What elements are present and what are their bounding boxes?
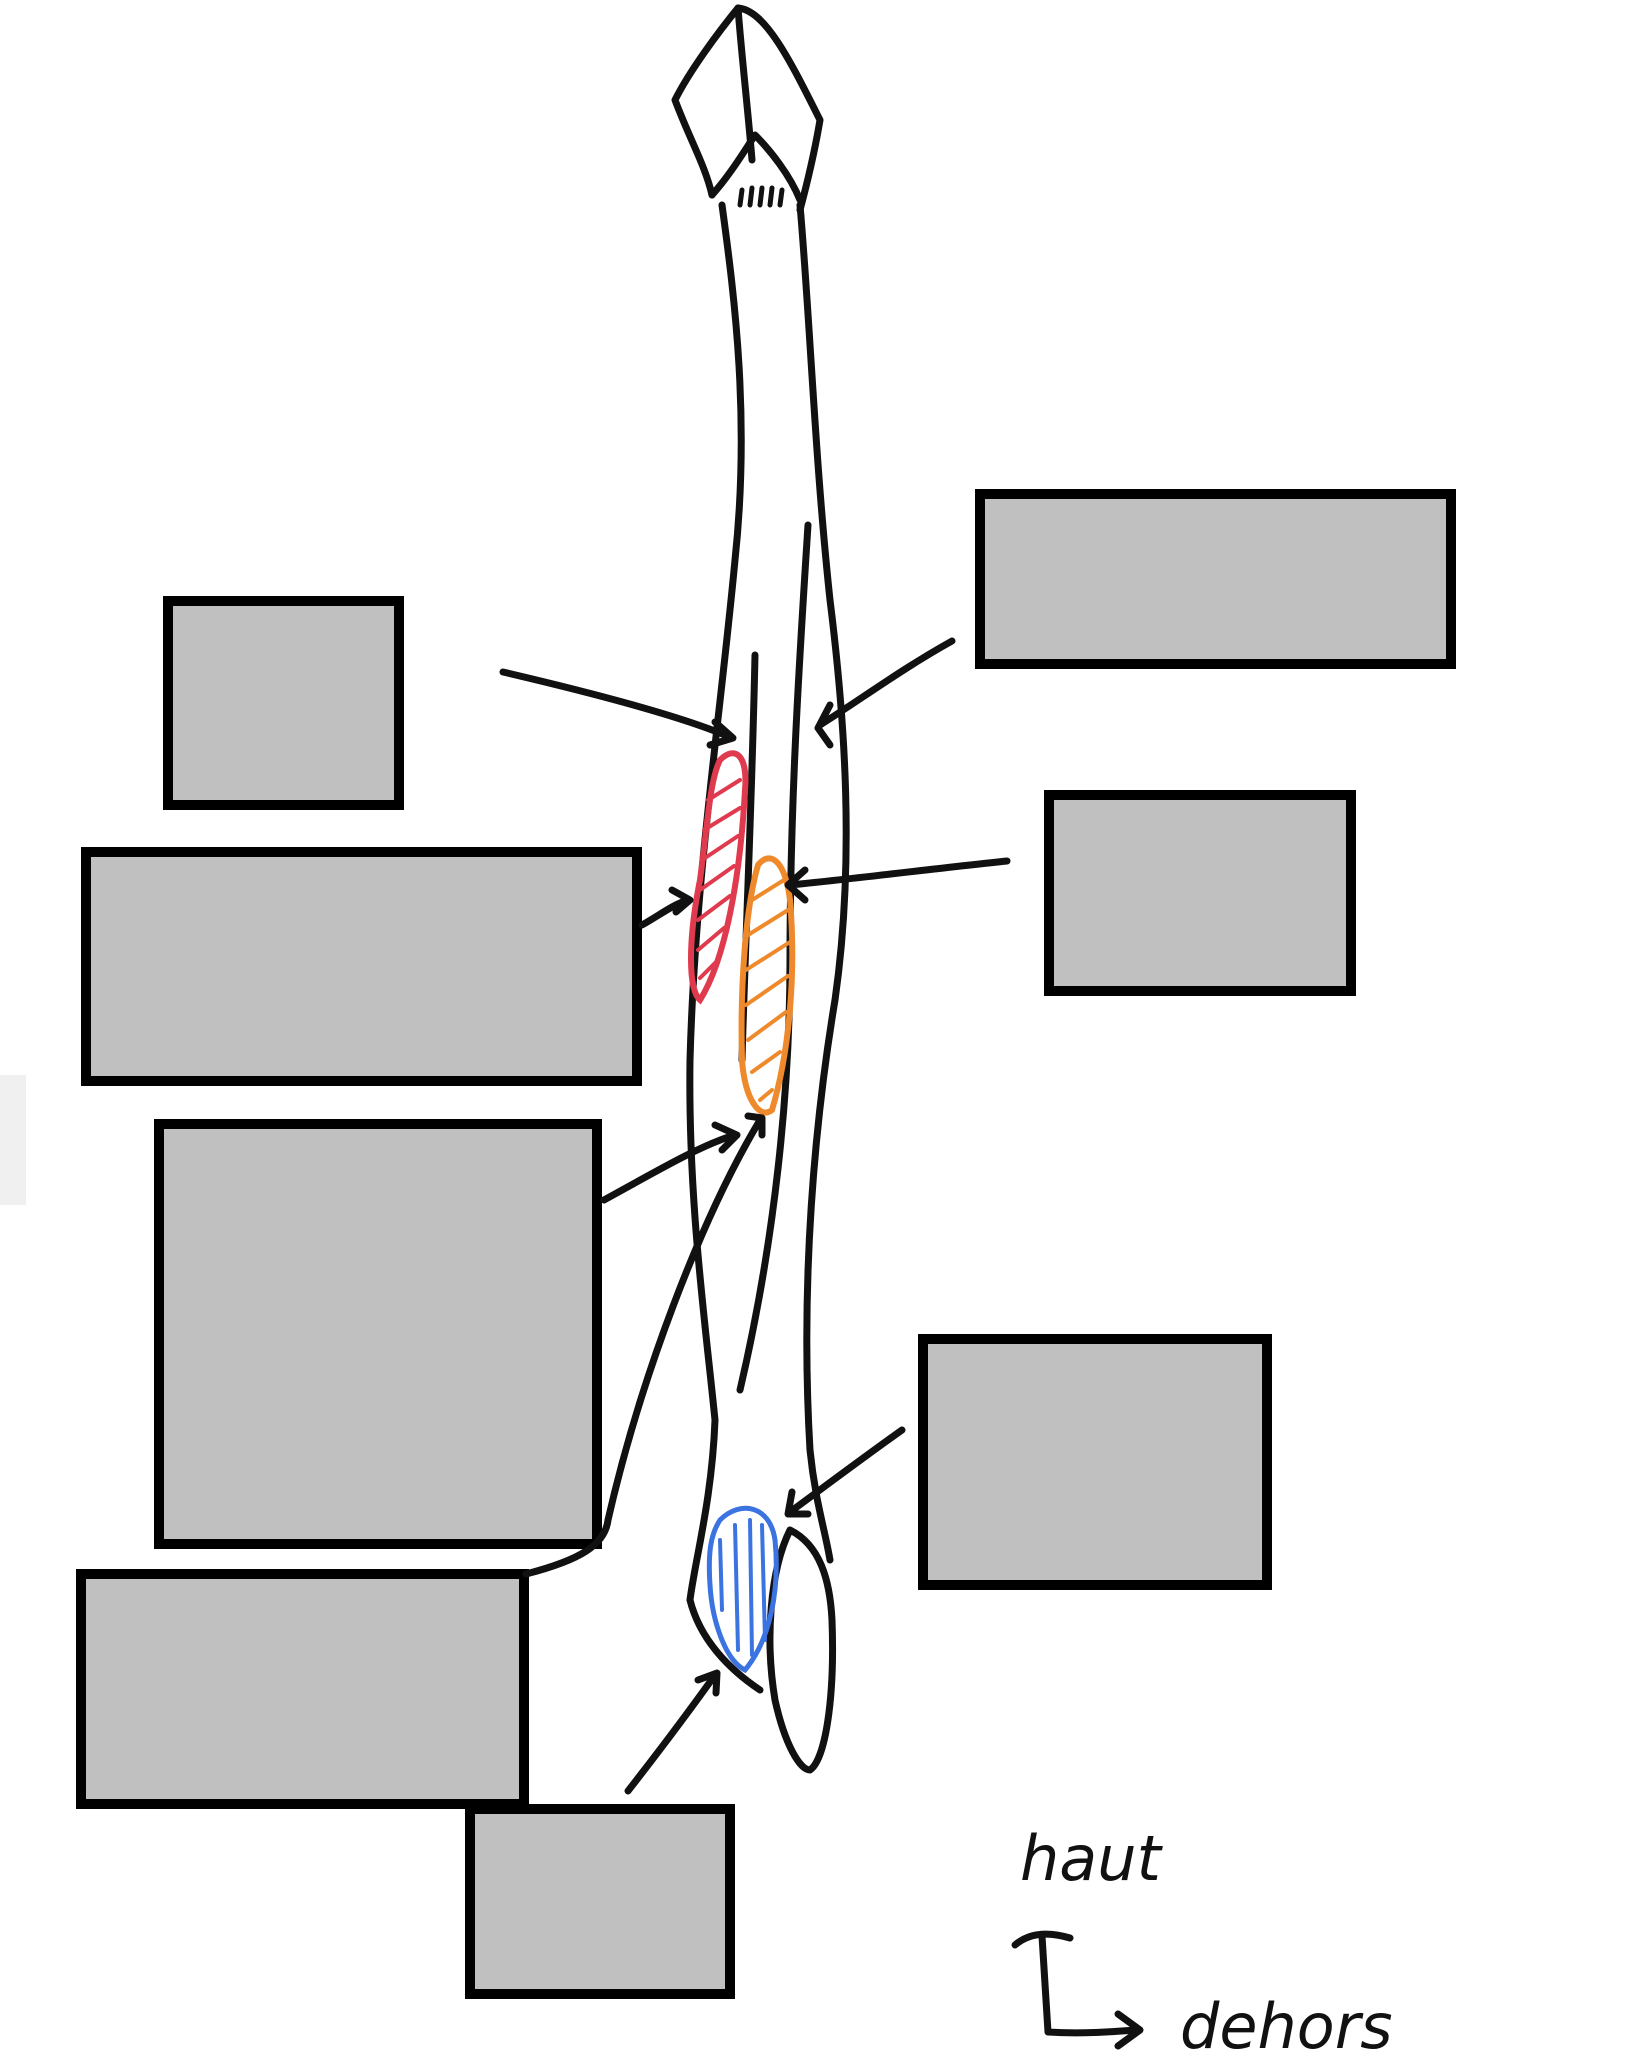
orange-zone [738,855,796,1116]
label-boxes [76,489,1456,1999]
arrow-box-3-head [668,886,694,916]
orientation-indicator: haut dehors [1011,1822,1393,2063]
orange-zone-hatch [744,878,792,1102]
arrow-box-2 [816,637,956,729]
blue-zone [706,1505,779,1674]
label-box-5[interactable] [154,1119,602,1549]
orientation-out-label: dehors [1180,1990,1393,2063]
label-box-2[interactable] [975,489,1456,669]
label-box-7[interactable] [76,1569,529,1809]
arrow-box-7 [522,1116,764,1578]
red-zone [688,750,749,1005]
arrow-box-1-head [706,718,737,749]
pointer-arrows [499,637,1011,1795]
arrow-box-4-head [784,866,809,904]
bone-top-left [671,4,742,199]
arrow-box-5 [600,1131,739,1204]
label-box-8[interactable] [465,1804,735,1999]
bone-top-ticks [737,185,785,208]
orientation-out-arrow-head [1114,2010,1144,2050]
arrow-box-7-head [744,1112,766,1139]
label-box-3[interactable] [81,847,642,1086]
arrow-box-8 [624,1671,719,1795]
orientation-up-label: haut [1020,1822,1164,1895]
bone-bottom-left [686,1596,764,1694]
bone-inner-line [736,521,812,1394]
red-zone-hatch [696,778,742,980]
arrow-box-4 [786,857,1011,889]
bone-shaft-right [796,201,850,1564]
blue-zone-hatch [718,1518,767,1657]
arrow-box-1 [499,668,736,742]
orientation-corner-line [1038,1932,1139,2037]
arrow-box-6 [786,1426,906,1516]
bone-bottom-head [766,1526,836,1774]
arrow-box-6-head [784,1488,812,1518]
arrow-box-2-head [814,701,834,749]
bone-top-right [734,4,824,214]
orange-zone-outline [738,855,796,1116]
label-box-1[interactable] [163,596,404,810]
bone-top-cap [708,131,804,204]
arrow-box-5-head [711,1121,741,1154]
arrow-box-8-head [694,1669,721,1697]
page-edge-tab [0,1075,26,1205]
label-box-6[interactable] [918,1334,1272,1590]
blue-zone-outline [706,1505,779,1674]
label-box-4[interactable] [1044,790,1356,996]
